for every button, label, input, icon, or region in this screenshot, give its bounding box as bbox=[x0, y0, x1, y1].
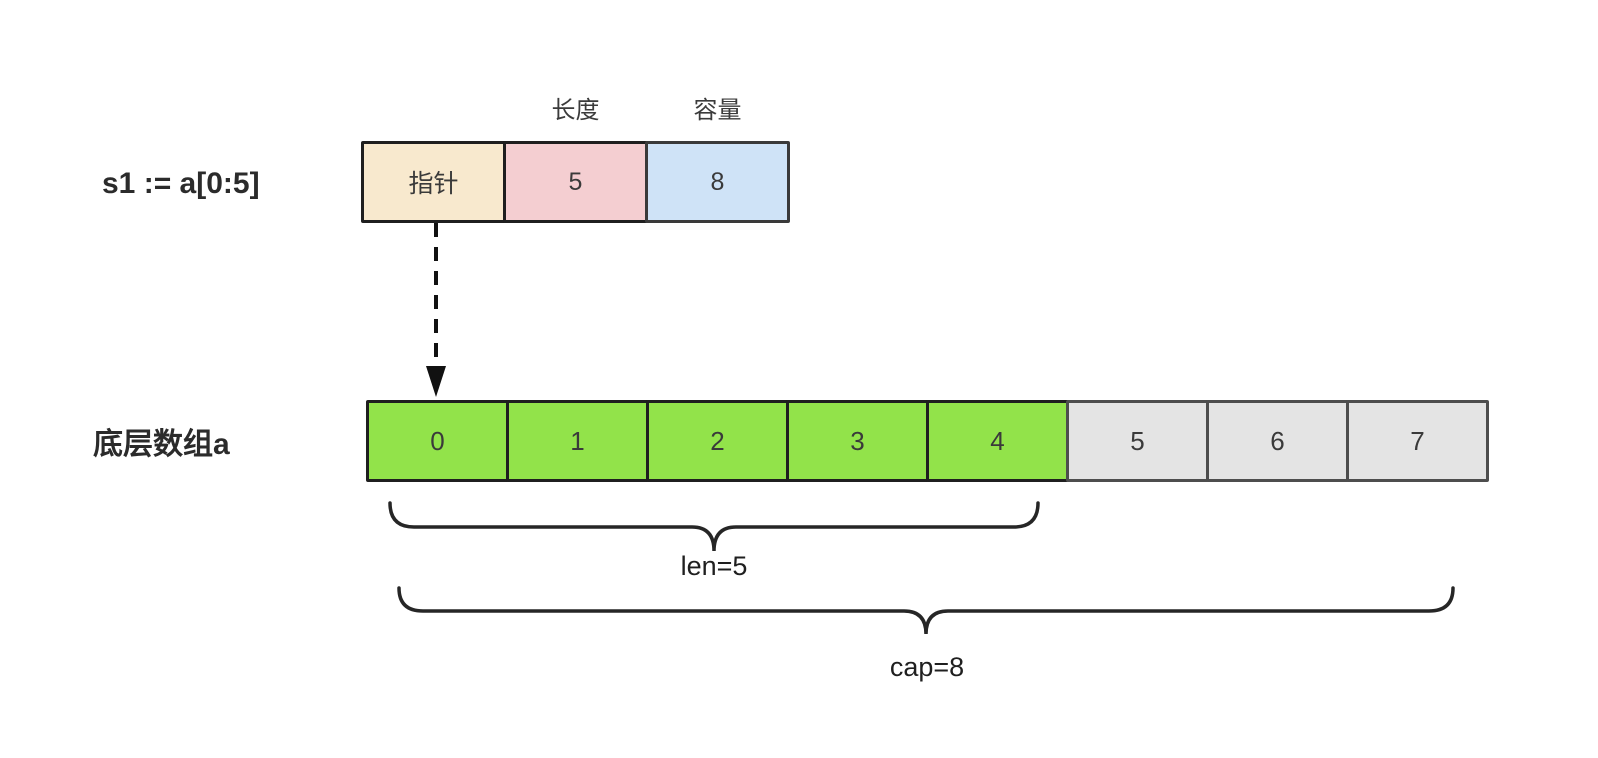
array-cell-value: 2 bbox=[710, 425, 725, 456]
array-cell-5: 5 bbox=[1066, 400, 1209, 482]
capacity-field-value: 8 bbox=[710, 167, 725, 196]
slice-header-struct: 指针 5 8 bbox=[361, 141, 790, 223]
array-cell-6: 6 bbox=[1206, 400, 1349, 482]
array-cell-2: 2 bbox=[646, 400, 789, 482]
array-cell-value: 3 bbox=[850, 425, 865, 456]
capacity-field-label: 容量 bbox=[693, 97, 742, 124]
length-field-box: 5 bbox=[503, 141, 648, 223]
array-cell-1: 1 bbox=[506, 400, 649, 482]
array-cell-7: 7 bbox=[1346, 400, 1489, 482]
array-cell-value: 4 bbox=[990, 425, 1005, 456]
length-field-value: 5 bbox=[568, 167, 583, 196]
array-cell-0: 0 bbox=[366, 400, 509, 482]
len-brace bbox=[388, 501, 1040, 552]
len-annotation: len=5 bbox=[680, 551, 748, 581]
array-cell-value: 5 bbox=[1130, 425, 1145, 456]
array-cell-value: 6 bbox=[1270, 425, 1285, 456]
underlying-array-label: 底层数组a bbox=[93, 428, 230, 461]
underlying-array: 0 1 2 3 4 5 6 7 bbox=[366, 400, 1489, 482]
capacity-field-box: 8 bbox=[645, 141, 790, 223]
cap-annotation: cap=8 bbox=[889, 652, 965, 682]
array-cell-value: 0 bbox=[430, 425, 445, 456]
array-cell-4: 4 bbox=[926, 400, 1069, 482]
array-cell-value: 7 bbox=[1410, 425, 1425, 456]
pointer-arrow bbox=[426, 223, 446, 397]
pointer-field-value: 指针 bbox=[408, 170, 459, 198]
array-cell-3: 3 bbox=[786, 400, 929, 482]
array-cell-value: 1 bbox=[570, 425, 585, 456]
length-field-label: 长度 bbox=[551, 97, 600, 124]
slice-declaration-label: s1 := a[0:5] bbox=[102, 167, 260, 200]
cap-brace bbox=[397, 586, 1455, 635]
pointer-field-box: 指针 bbox=[361, 141, 506, 223]
